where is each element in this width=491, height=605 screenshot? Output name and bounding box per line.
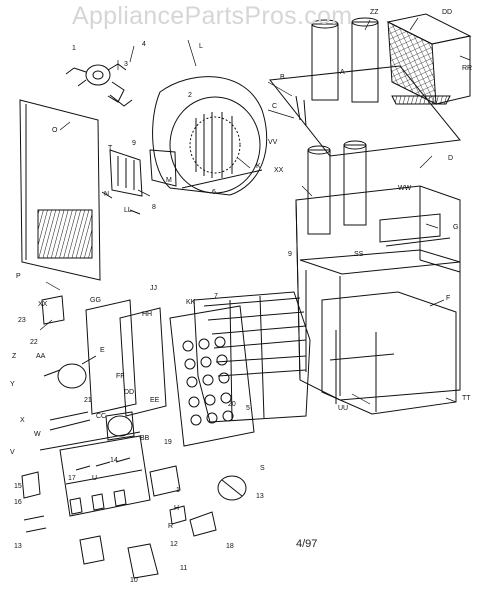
callout-ZZ: ZZ	[370, 9, 379, 16]
watermark: AppliancePartsPros.com	[72, 2, 353, 30]
callout-AA: AA	[36, 353, 46, 360]
callout-LL: LL	[124, 207, 132, 214]
callout-F: F	[446, 295, 450, 302]
furnace-cabinet	[295, 185, 461, 401]
callout-n12: 12	[170, 541, 178, 548]
callout-n14: 14	[110, 457, 118, 464]
callout-S: S	[260, 465, 265, 472]
callout-HH: HH	[142, 311, 152, 318]
callout-n2: 2	[188, 92, 192, 99]
callout-A: A	[340, 69, 345, 76]
callout-U: U	[92, 475, 97, 482]
callout-n23: 23	[18, 317, 26, 324]
callout-n7: 7	[214, 293, 218, 300]
callout-n5: 5	[246, 405, 250, 412]
heat-exchanger	[193, 291, 311, 423]
callout-FF: FF	[116, 373, 125, 380]
callout-H: H	[174, 505, 179, 512]
burner-plate	[169, 305, 255, 447]
gaskets	[85, 299, 167, 417]
igniter-parts	[79, 475, 247, 579]
callout-DD2: DD	[124, 389, 134, 396]
draft-motor	[65, 63, 133, 107]
callout-JJ: JJ	[150, 285, 157, 292]
callout-DD: DD	[442, 9, 452, 16]
callout-n22: 22	[30, 339, 38, 346]
callout-BB: BB	[140, 435, 150, 442]
callout-KK: KK	[186, 299, 196, 306]
callout-SS: SS	[354, 251, 364, 258]
callout-n1: 1	[72, 45, 76, 52]
gas-valve-and-controls	[21, 295, 187, 533]
callout-V: V	[10, 449, 15, 456]
callout-n16: 16	[14, 499, 22, 506]
callout-RR: RR	[462, 65, 472, 72]
leader-lines	[39, 17, 471, 405]
control-bracket	[101, 149, 143, 215]
callout-n9b: 9	[288, 251, 292, 258]
callout-L: L	[199, 43, 203, 50]
callout-n13: 13	[256, 493, 264, 500]
callout-O: O	[52, 127, 58, 134]
callout-n11: 11	[180, 565, 187, 572]
callout-K: K	[256, 163, 261, 170]
callout-C: C	[272, 103, 277, 110]
callout-P: P	[16, 273, 21, 280]
callout-WW: WW	[398, 185, 412, 192]
callout-n1b: 1	[176, 487, 180, 494]
callout-Y: Y	[10, 381, 15, 388]
callout-UU: UU	[338, 405, 348, 412]
callout-n8: 8	[152, 204, 156, 211]
revision-date: 4/97	[296, 538, 318, 550]
access-door	[19, 99, 101, 281]
callout-EE: EE	[150, 397, 160, 404]
callout-TT: TT	[462, 395, 471, 402]
callout-n6: 6	[212, 189, 216, 196]
callout-W: W	[34, 431, 41, 438]
callout-CC: CC	[96, 413, 106, 420]
callout-n10: 10	[130, 577, 138, 584]
callout-E: E	[100, 347, 105, 354]
callout-R: R	[168, 523, 173, 530]
callout-n3: 3	[124, 61, 128, 68]
callout-n15: 15	[14, 483, 22, 490]
callout-VV: VV	[268, 139, 278, 146]
callout-M: M	[166, 177, 172, 184]
callout-n19: 19	[164, 439, 172, 446]
callout-XX2: XX	[38, 301, 48, 308]
top-panel	[269, 65, 461, 157]
callout-Z: Z	[12, 353, 17, 360]
callout-n20: 20	[228, 401, 236, 408]
blower-wheel	[149, 76, 268, 196]
callout-B: B	[280, 74, 285, 81]
callout-N: N	[104, 191, 109, 198]
callout-T: T	[108, 145, 113, 152]
callout-n13b: 13	[14, 543, 22, 550]
callout-GG: GG	[90, 297, 101, 304]
callout-G: G	[453, 224, 458, 231]
air-filter	[386, 13, 472, 105]
callout-D: D	[448, 155, 453, 162]
callout-n21: 21	[84, 397, 92, 404]
callout-n4: 4	[142, 41, 146, 48]
callout-n9: 9	[132, 140, 136, 147]
callout-n17: 17	[68, 475, 76, 482]
callout-X: X	[20, 417, 25, 424]
callout-n18: 18	[226, 543, 234, 550]
callout-XX: XX	[274, 167, 284, 174]
